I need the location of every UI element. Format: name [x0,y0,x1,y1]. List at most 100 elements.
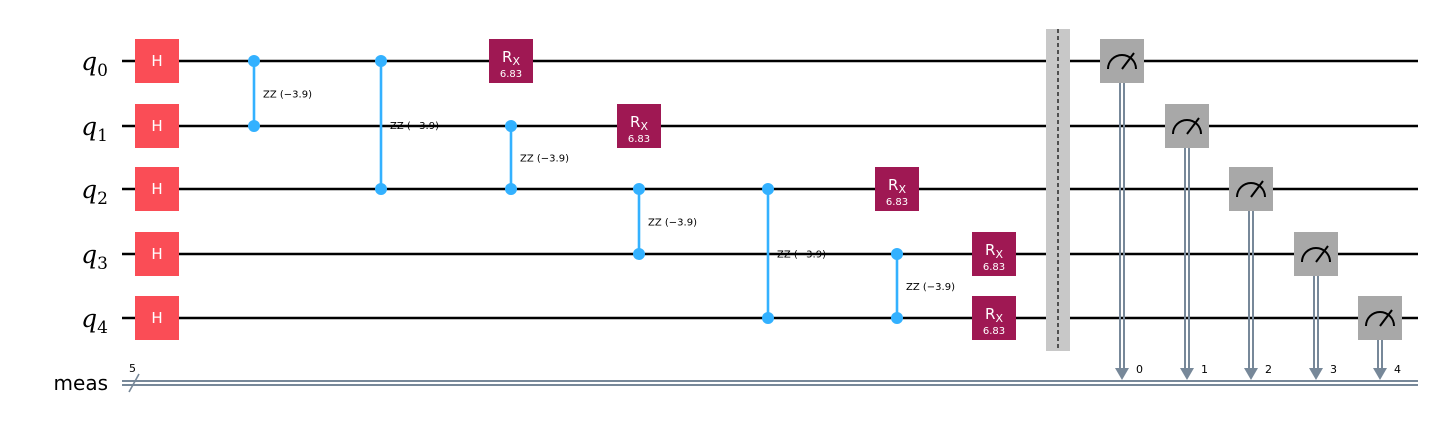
meter-needle-icon [1186,117,1200,135]
qubit-label-name: q [81,304,97,333]
measure-bit-label-4: 4 [1394,363,1401,376]
measure-gate-3 [1294,232,1338,276]
zz-gate-control-3 [633,183,645,195]
meter-icon [1236,182,1266,198]
rx-gate-name-sub: X [995,312,1003,325]
measure-arrow-0 [1115,368,1129,380]
zz-gate-label-0: ZZ (−3.9) [263,90,312,101]
h-gate-1 [135,104,179,148]
zz-gate-control-5 [891,248,903,260]
meter-needle-icon [1121,52,1135,70]
qubit-label-2: q2 [81,175,108,209]
rx-gate-name-sub: X [995,248,1003,261]
qubit-label-name: q [81,112,97,141]
rx-gate-4 [972,296,1016,340]
zz-gate-label-4: ZZ (−3.9) [777,250,826,261]
meter-icon [1107,54,1137,70]
zz-gate-label-3: ZZ (−3.9) [648,218,697,229]
measure-arrow-2 [1244,368,1258,380]
rx-gate-name-sub: X [640,120,648,133]
zz-gate-target-0 [248,120,260,132]
gate-layer: H H H H H ZZ (−3.9) ZZ (−3.9) ZZ (−3.9) ZZ (−3.9… [135,39,1016,340]
zz-gate-target-4 [762,312,774,324]
rx-gate-name-main: R [888,176,898,194]
rx-gate-param: 6.83 [886,197,908,208]
measure-gate-2 [1229,167,1273,211]
h-gate-label: H [151,309,162,327]
rx-gate-name: RX [985,305,1003,325]
h-gate-4 [135,296,179,340]
barrier [1046,29,1070,351]
rx-gate-param: 6.83 [983,326,1005,337]
rx-gate-name-main: R [985,305,995,323]
h-gate-0 [135,39,179,83]
qubit-label-0: q0 [81,47,108,81]
qubit-label-name: q [81,175,97,204]
rx-gate-param: 6.83 [983,262,1005,273]
rx-gate-name-main: R [985,241,995,259]
measure-gate-1 [1165,104,1209,148]
register-width-slash [128,373,140,393]
zz-gate-control-0 [248,55,260,67]
h-gate-3 [135,232,179,276]
measure-arrow-1 [1180,368,1194,380]
h-gate-2 [135,167,179,211]
measure-bit-label-2: 2 [1265,363,1272,376]
h-gate-label: H [151,117,162,135]
classical-register-label: meas [54,371,108,395]
rx-gate-name: RX [502,48,520,68]
meter-icon [1365,311,1395,327]
qubit-label-index: 4 [97,318,108,338]
zz-gate-target-3 [633,248,645,260]
zz-gate-label-1: ZZ (−3.9) [390,121,439,132]
register-width-label: 5 [129,362,136,375]
zz-gate-label-2: ZZ (−3.9) [520,154,569,165]
qubit-label-index: 1 [97,126,108,146]
rx-gate-name-main: R [502,48,512,66]
rx-gate-param: 6.83 [500,69,522,80]
rx-gate-1 [617,104,661,148]
measure-bit-label-3: 3 [1330,363,1337,376]
measurement-layer: 0 1 2 3 4 [1100,39,1402,380]
measure-gate-4 [1358,296,1402,340]
rx-gate-2 [875,167,919,211]
rx-gate-name-sub: X [512,55,520,68]
rx-gate-name-main: R [630,113,640,131]
zz-gate-target-1 [375,183,387,195]
h-gate-label: H [151,180,162,198]
rx-gate-name-sub: X [898,183,906,196]
qubit-label-name: q [81,47,97,76]
qubit-label-index: 0 [97,61,108,81]
zz-gate-target-2 [505,183,517,195]
rx-gate-name: RX [888,176,906,196]
meter-needle-icon [1250,180,1264,198]
qubit-label-1: q1 [81,112,108,146]
zz-gate-label-5: ZZ (−3.9) [906,282,955,293]
rx-gate-name: RX [630,113,648,133]
rx-gate-name: RX [985,241,1003,261]
meter-icon [1301,247,1331,263]
wire-layer [122,59,1418,386]
zz-gate-control-1 [375,55,387,67]
measure-arrow-4 [1373,368,1387,380]
h-gate-label: H [151,245,162,263]
rx-gate-0 [489,39,533,83]
qubit-label-4: q4 [81,304,108,338]
zz-gate-control-2 [505,120,517,132]
meter-needle-icon [1315,245,1329,263]
qubit-label-index: 3 [97,254,108,274]
qubit-label-3: q3 [81,240,108,274]
meter-icon [1172,119,1202,135]
rx-gate-param: 6.83 [628,134,650,145]
zz-gate-target-5 [891,312,903,324]
measure-arrow-3 [1309,368,1323,380]
measure-bit-label-1: 1 [1201,363,1208,376]
measure-gate-0 [1100,39,1144,83]
qubit-label-index: 2 [97,189,108,209]
h-gate-label: H [151,52,162,70]
zz-gate-control-4 [762,183,774,195]
measure-bit-label-0: 0 [1136,363,1143,376]
rx-gate-3 [972,232,1016,276]
